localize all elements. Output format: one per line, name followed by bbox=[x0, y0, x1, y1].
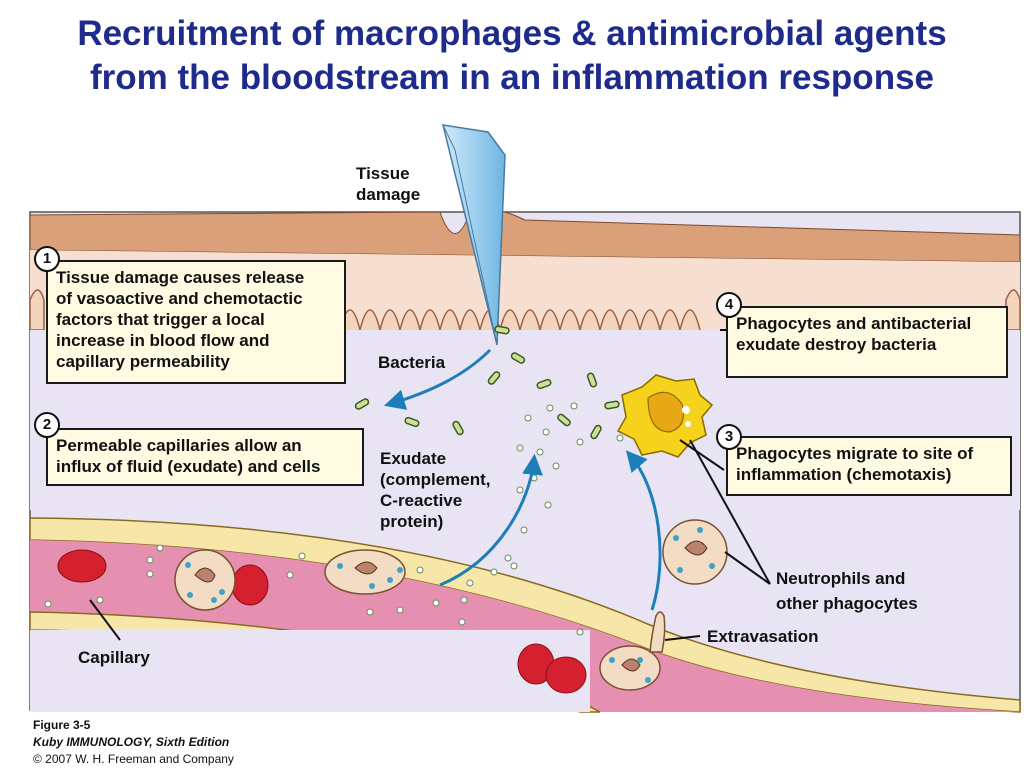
step-4-line: Phagocytes and antibacterial bbox=[736, 314, 972, 333]
tissue-damage-label: Tissue damage bbox=[356, 163, 420, 205]
tissue-damage-line-1: Tissue bbox=[356, 164, 410, 183]
rbc bbox=[57, 549, 107, 583]
step-2-line: influx of fluid (exudate) and cells bbox=[56, 457, 321, 476]
extravasation-pointer bbox=[664, 635, 701, 641]
rbc bbox=[231, 564, 269, 606]
rbc bbox=[545, 656, 587, 694]
extravasation-label: Extravasation bbox=[707, 627, 819, 646]
step-1-line: factors that trigger a local bbox=[56, 310, 265, 329]
extravasating-cell bbox=[649, 611, 666, 653]
neutrophils-line-1: Neutrophils and bbox=[776, 569, 906, 588]
step-1-line: of vasoactive and chemotactic bbox=[56, 289, 303, 308]
step-1-number: 1 bbox=[34, 246, 60, 272]
step-1-box: Tissue damage causes release of vasoacti… bbox=[46, 260, 346, 384]
step-1-line: Tissue damage causes release bbox=[56, 268, 305, 287]
step-2-line: Permeable capillaries allow an bbox=[56, 436, 302, 455]
exudate-arrow bbox=[439, 453, 543, 587]
neutrophil-pointer-2 bbox=[689, 439, 771, 585]
exudate-line-2: (complement, bbox=[380, 470, 491, 489]
step-3-line: inflammation (chemotaxis) bbox=[736, 465, 952, 484]
exudate-line-1: Exudate bbox=[380, 449, 447, 468]
needle bbox=[442, 124, 506, 346]
step-2-number: 2 bbox=[34, 412, 60, 438]
exudate-label: Exudate (complement, C-reactive protein) bbox=[380, 448, 491, 532]
exudate-line-4: protein) bbox=[380, 512, 444, 531]
neutrophils-label: Neutrophils and other phagocytes bbox=[776, 566, 918, 616]
skin-layer bbox=[29, 211, 1021, 263]
exudate-line-3: C-reactive bbox=[380, 491, 463, 510]
capillary-pointer bbox=[89, 599, 121, 641]
red-blood-cells bbox=[57, 549, 587, 694]
step-2-box: Permeable capillaries allow an influx of… bbox=[46, 428, 364, 486]
title-line-1: Recruitment of macrophages & antimicrobi… bbox=[77, 14, 947, 53]
capillary-label: Capillary bbox=[78, 648, 150, 667]
bacteria bbox=[354, 325, 620, 440]
chemotaxis-arrow bbox=[625, 450, 662, 611]
step-4-number: 4 bbox=[716, 292, 742, 318]
tissue-damage-line-2: damage bbox=[356, 185, 421, 204]
step-4-box: Phagocytes and antibacterial exudate des… bbox=[726, 306, 1008, 378]
bacteria-arrow bbox=[383, 348, 492, 410]
step-3-number: 3 bbox=[716, 424, 742, 450]
step-3-line: Phagocytes migrate to site of bbox=[736, 444, 974, 463]
figure-number: Figure 3-5 bbox=[33, 718, 91, 732]
neutrophils-line-2: other phagocytes bbox=[776, 594, 918, 613]
page-title: Recruitment of macrophages & antimicrobi… bbox=[0, 12, 1024, 100]
title-line-2: from the bloodstream in an inflammation … bbox=[89, 58, 935, 97]
exudate-particles bbox=[44, 402, 624, 636]
step-1-line: increase in blood flow and bbox=[56, 331, 270, 350]
step-1-line: capillary permeability bbox=[56, 352, 230, 371]
epithelium bbox=[29, 289, 1021, 337]
copyright: © 2007 W. H. Freeman and Company bbox=[33, 752, 234, 766]
book-credit: Kuby IMMUNOLOGY, Sixth Edition bbox=[33, 735, 230, 749]
step-3-box: Phagocytes migrate to site of inflammati… bbox=[726, 436, 1012, 496]
step3-pointer bbox=[679, 439, 725, 471]
bacteria-label: Bacteria bbox=[378, 353, 446, 372]
neutrophil-pointer bbox=[724, 551, 771, 585]
activated-phagocyte bbox=[616, 374, 714, 458]
step-4-line: exudate destroy bacteria bbox=[736, 335, 937, 354]
